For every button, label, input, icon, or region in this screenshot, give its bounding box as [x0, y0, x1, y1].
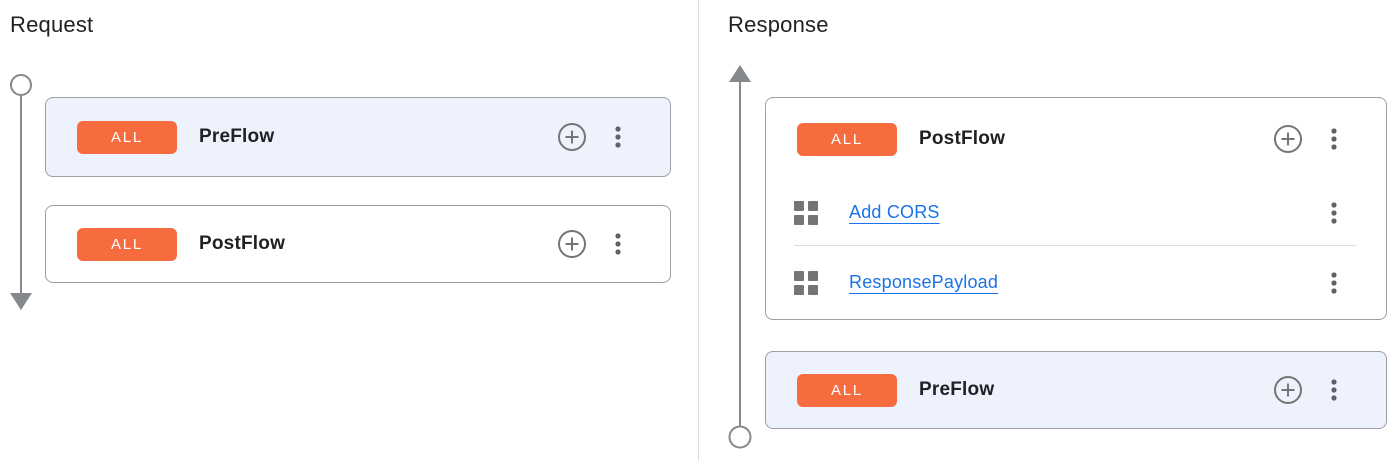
response-timeline-arrow-up-icon: [728, 65, 752, 449]
flow-name: PreFlow: [919, 379, 995, 400]
flow-card-header: ALL PreFlow: [766, 352, 1386, 428]
response-flow-list: ALL PostFlow: [765, 97, 1387, 429]
policy-row: ResponsePayload: [766, 246, 1386, 319]
condition-badge: ALL: [77, 227, 177, 261]
flow-card-request-postflow[interactable]: ALL PostFlow: [45, 205, 671, 283]
response-panel-title: Response: [728, 12, 829, 37]
request-flow-list: ALL PreFlow: [45, 97, 671, 283]
kebab-menu-icon: [615, 233, 621, 255]
add-policy-button[interactable]: [1273, 124, 1303, 154]
add-circle-icon: [558, 230, 586, 258]
kebab-menu-icon: [1331, 201, 1337, 224]
more-options-button[interactable]: [610, 229, 626, 259]
add-policy-button[interactable]: [557, 229, 587, 259]
add-policy-button[interactable]: [1273, 375, 1303, 405]
policy-link[interactable]: ResponsePayload: [849, 272, 999, 292]
kebab-menu-icon: [1331, 271, 1337, 294]
flow-card-request-preflow[interactable]: ALL PreFlow: [45, 97, 671, 177]
flow-card-header: ALL PostFlow: [46, 206, 670, 282]
more-options-button[interactable]: [1326, 198, 1342, 228]
condition-badge: ALL: [797, 373, 897, 407]
more-options-button[interactable]: [1326, 268, 1342, 298]
kebab-menu-icon: [1331, 128, 1337, 150]
policy-grid-squares-icon: [794, 200, 818, 225]
add-circle-icon: [1274, 376, 1302, 404]
flow-name: PostFlow: [919, 128, 1006, 149]
policy-grid-squares-icon: [794, 270, 818, 295]
kebab-menu-icon: [615, 126, 621, 148]
request-panel-title: Request: [10, 12, 94, 37]
panel-divider: [698, 0, 699, 461]
policy-divider: [794, 245, 1356, 246]
add-circle-icon: [558, 123, 586, 151]
more-options-button[interactable]: [1326, 124, 1342, 154]
policy-row: Add CORS: [766, 180, 1386, 245]
flow-card-header[interactable]: ALL PostFlow: [766, 98, 1386, 180]
flow-card-response-postflow: ALL PostFlow: [765, 97, 1387, 320]
add-circle-icon: [1274, 125, 1302, 153]
add-policy-button[interactable]: [557, 122, 587, 152]
flow-card-header: ALL PreFlow: [46, 98, 670, 176]
condition-badge: ALL: [797, 122, 897, 156]
flow-name: PostFlow: [199, 233, 286, 254]
flow-card-response-preflow[interactable]: ALL PreFlow: [765, 351, 1387, 429]
more-options-button[interactable]: [1326, 375, 1342, 405]
flow-name: PreFlow: [199, 126, 275, 147]
condition-badge: ALL: [77, 120, 177, 154]
policy-link[interactable]: Add CORS: [849, 202, 940, 222]
more-options-button[interactable]: [610, 122, 626, 152]
kebab-menu-icon: [1331, 379, 1337, 401]
request-timeline-arrow-down-icon: [10, 74, 32, 310]
